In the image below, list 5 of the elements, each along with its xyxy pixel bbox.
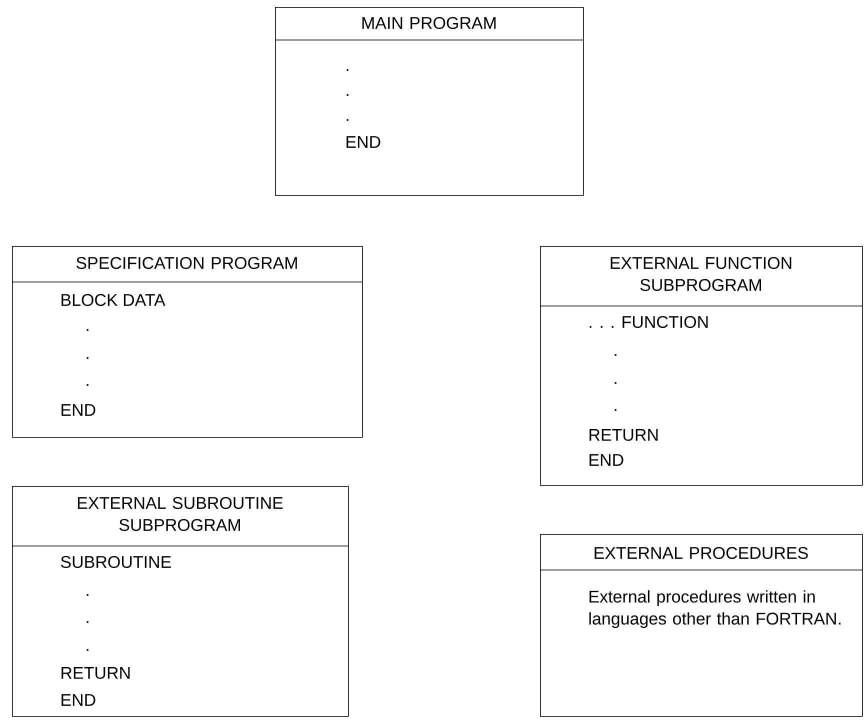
program-box: SPECIFICATION PROGRAM BLOCK DATA . . . END xyxy=(12,246,363,438)
program-box: MAIN PROGRAM . . . END xyxy=(274,7,584,196)
program-box: EXTERNAL SUBROUTINE SUBPROGRAM SUBROUTINE . . . RETURN END xyxy=(12,486,349,717)
program-box: EXTERNAL PROCEDURES External procedures written in languages other than FORTRAN. xyxy=(540,534,863,717)
program-box: EXTERNAL FUNCTION SUBPROGRAM . . . FUNCTION . . . RETURN END xyxy=(540,246,863,486)
